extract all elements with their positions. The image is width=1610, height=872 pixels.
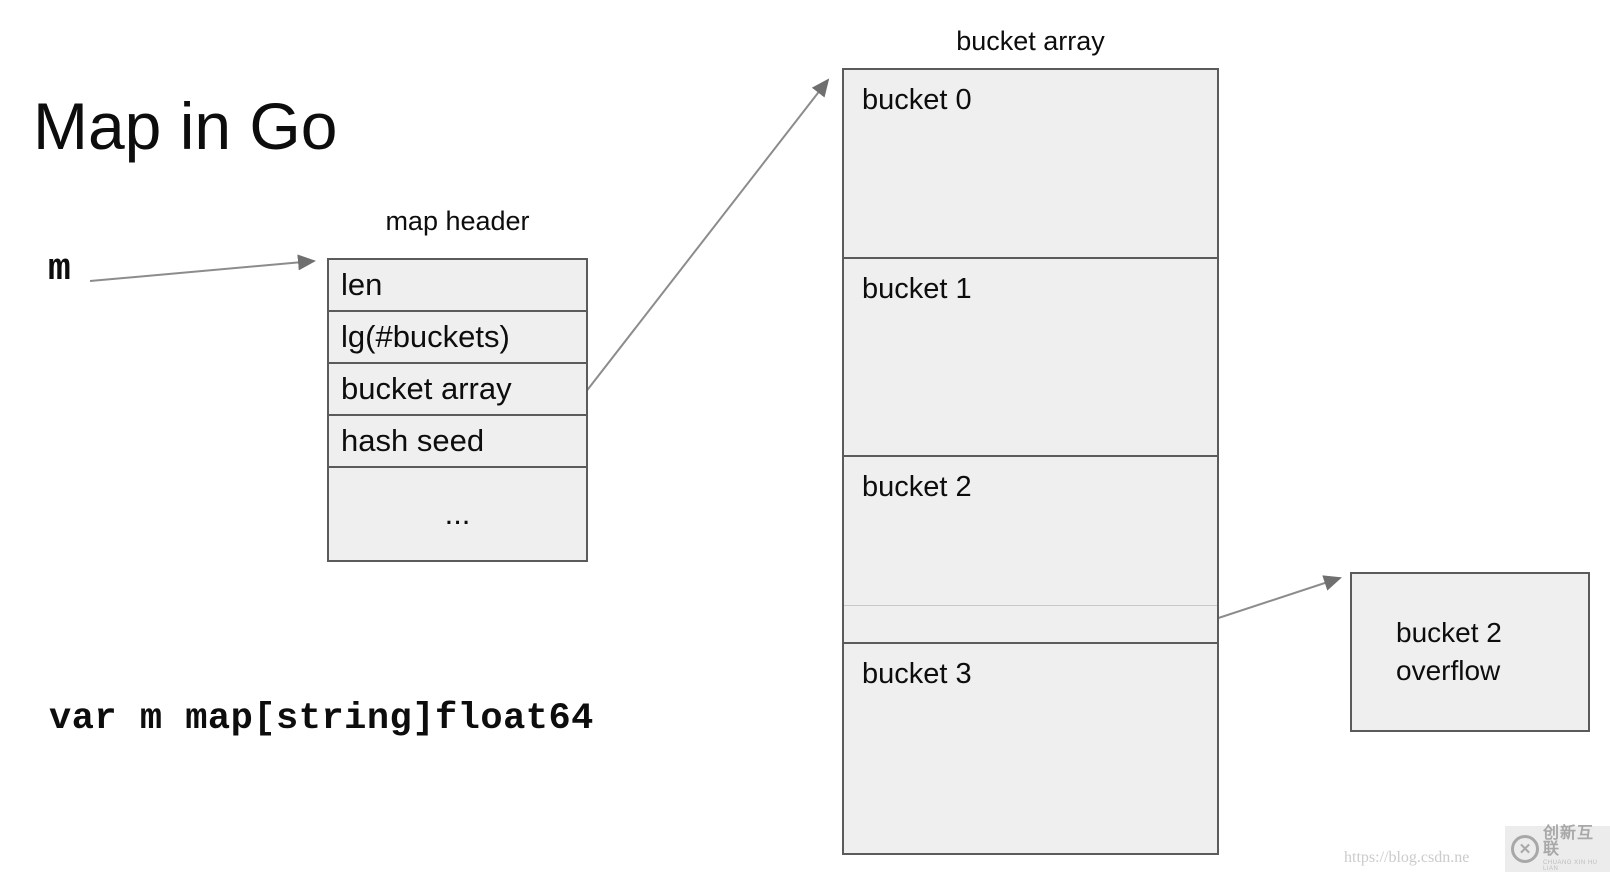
bucket-2-overflow-pointer-slot — [844, 605, 1217, 642]
map-header-row-bucket-array: bucket array — [329, 362, 586, 414]
brand-name: 创新互联 — [1543, 825, 1595, 858]
bucket-row-2: bucket 2 — [844, 455, 1217, 605]
brand-watermark: ✕ 创新互联 CHUANG XIN HU LIAN — [1505, 826, 1610, 872]
brand-subtext: CHUANG XIN HU LIAN — [1543, 860, 1598, 872]
map-header-row-hash-seed: hash seed — [329, 414, 586, 466]
map-variable-label: m — [48, 248, 71, 291]
bucket-row-0: bucket 0 — [844, 70, 1217, 257]
map-header-row-ellipsis: ... — [329, 466, 586, 560]
go-code-declaration: var m map[string]float64 — [49, 698, 594, 740]
csdn-url-watermark: https://blog.csdn.ne — [1344, 849, 1470, 866]
bucket-2-overflow-box: bucket 2 overflow — [1350, 572, 1590, 732]
bucket-row-3: bucket 3 — [844, 642, 1217, 853]
bucket-array-caption: bucket array — [956, 26, 1105, 56]
overflow-box-line-2: overflow — [1396, 655, 1501, 686]
arrow-header-to-bucket-array — [584, 78, 830, 394]
map-header-row-lg-buckets: lg(#buckets) — [329, 310, 586, 362]
bucket-row-1: bucket 1 — [844, 257, 1217, 455]
map-header-caption: map header — [385, 206, 530, 236]
overflow-box-line-1: bucket 2 — [1396, 617, 1502, 648]
page-title: Map in Go — [33, 89, 338, 163]
map-header-table: len lg(#buckets) bucket array hash seed … — [327, 258, 588, 562]
brand-circle-x-icon: ✕ — [1511, 835, 1539, 863]
bucket-array-table: bucket 0 bucket 1 bucket 2 bucket 3 — [842, 68, 1219, 855]
map-header-row-len: len — [329, 260, 586, 310]
arrow-m-to-map-header — [89, 254, 316, 282]
